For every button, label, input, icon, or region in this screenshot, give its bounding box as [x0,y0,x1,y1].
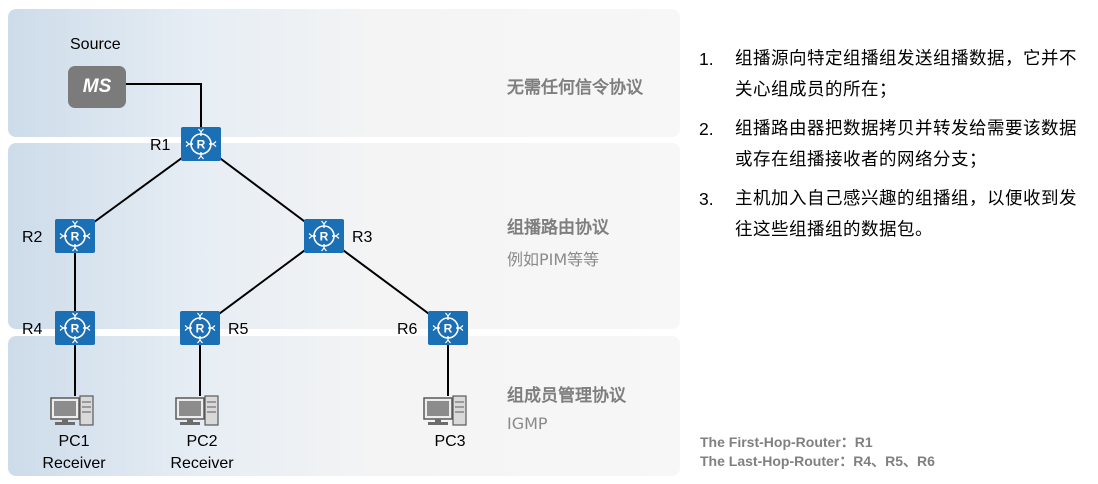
router-r4-label: R4 [22,321,43,338]
router-r2-icon [54,218,96,254]
link-r1-r2 [74,143,202,237]
pc1-label: PC1 Receiver [34,431,114,475]
router-r6-icon [427,310,469,346]
last-hop-router-note: The Last-Hop-Router：R4、R5、R6 [700,453,935,469]
router-r1-label: R1 [150,137,171,154]
link-r3-r5 [199,235,325,329]
router-r6-label: R6 [397,321,418,338]
router-r2-label: R2 [22,229,43,246]
pc1-role: Receiver [42,455,106,472]
step-number: 2. [699,119,714,139]
step-text: 组播路由器把数据拷贝并转发给需要该数据或存在组播接收者的网络分支； [735,119,1077,170]
pc2-icon [175,395,219,426]
step-item: 3. 主机加入自己感兴趣的组播组，以便收到发往这些组播组的数据包。 [699,184,1094,246]
pc2-role: Receiver [170,455,234,472]
layer-band-membership [8,336,680,476]
layer-title-1: 无需任何信令协议 [507,78,643,98]
link-r3-r6 [323,235,449,329]
network-links [74,83,449,396]
link-r1-r3 [200,143,325,237]
router-r5-icon [179,310,221,346]
step-text: 主机加入自己感兴趣的组播组，以便收到发往这些组播组的数据包。 [735,189,1077,240]
router-r3-icon [303,218,345,254]
steps-list: 1. 组播源向特定组播组发送组播数据，它并不关心组成员的所在； 2. 组播路由器… [699,44,1094,254]
router-r4-icon [54,310,96,346]
pc3-icon [423,395,467,426]
first-hop-router-note: The First-Hop-Router：R1 [700,434,873,450]
step-number: 3. [699,189,714,209]
layer-title-3: 组成员管理协议 [507,386,626,406]
layer-sub-3: IGMP [507,414,548,433]
layer-sub-2: 例如PIM等等 [507,250,600,269]
pc2-name: PC2 [186,433,218,450]
pc3-label: PC3 [410,431,490,453]
source-label: Source [70,36,121,53]
pc1-name: PC1 [58,433,90,450]
step-item: 1. 组播源向特定组播组发送组播数据，它并不关心组成员的所在； [699,44,1094,106]
router-r3-label: R3 [352,229,373,246]
network-diagram: R R1 R2 R3 R4 R5 R6 [22,83,469,426]
layer-title-2: 组播路由协议 [507,218,609,238]
router-r1-icon [180,126,222,162]
pc2-label: PC2 Receiver [162,431,242,475]
step-number: 1. [699,49,714,69]
pc3-name: PC3 [434,433,466,450]
step-text: 组播源向特定组播组发送组播数据，它并不关心组成员的所在； [735,49,1077,100]
step-item: 2. 组播路由器把数据拷贝并转发给需要该数据或存在组播接收者的网络分支； [699,114,1094,176]
multicast-source-box: MS [68,66,126,108]
link-ms-r1 [126,83,202,127]
router-r5-label: R5 [228,321,249,338]
pc1-icon [50,395,94,426]
